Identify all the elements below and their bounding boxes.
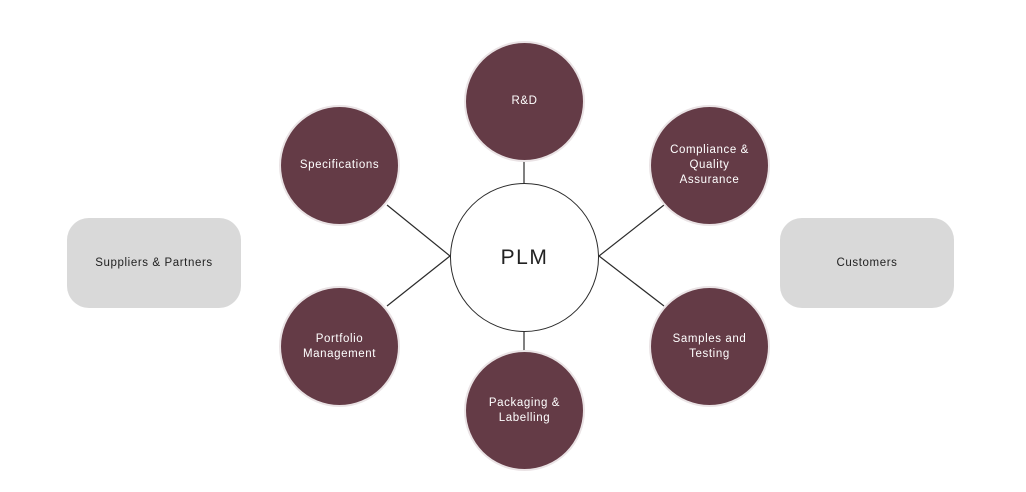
packaging-label: Packaging & Labelling [488,396,561,424]
portfolio-label: Portfolio Management [302,332,377,360]
compliance-node: Compliance & Quality Assurance [651,107,768,224]
connector-specifications [386,204,451,257]
specifications-label: Specifications [299,159,380,171]
samples-node: Samples and Testing [651,288,768,405]
packaging-node: Packaging & Labelling [466,352,583,469]
compliance-label: Compliance & Quality Assurance [670,144,749,186]
connector-compliance [598,204,665,257]
rnd-node: R&D [466,43,583,160]
samples-label: Samples and Testing [672,332,747,360]
customers-box: Customers [780,218,954,308]
suppliers-partners-label: Suppliers & Partners [95,257,213,269]
plm-center-node: PLM [450,183,599,332]
portfolio-node: Portfolio Management [281,288,398,405]
connector-portfolio [386,255,451,307]
connector-samples [598,255,665,307]
plm-label: PLM [500,245,549,269]
customers-label: Customers [836,257,898,269]
suppliers-partners-box: Suppliers & Partners [67,218,241,308]
rnd-label: R&D [511,95,538,107]
specifications-node: Specifications [281,107,398,224]
